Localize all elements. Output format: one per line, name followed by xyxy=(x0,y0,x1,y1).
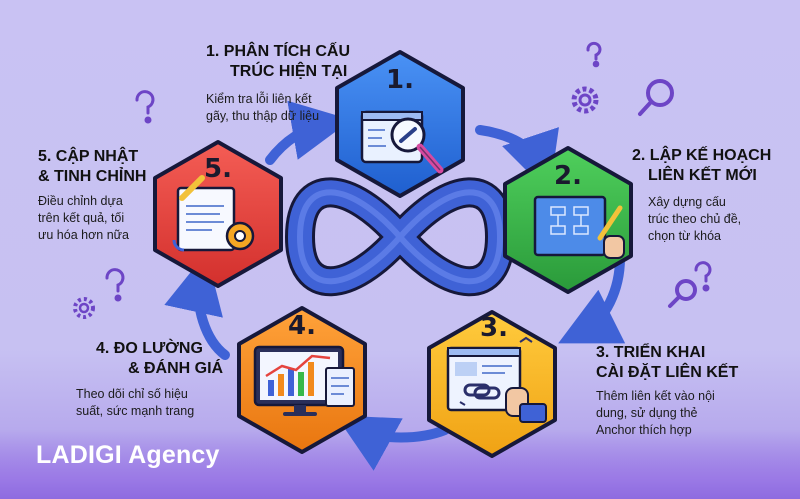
step-1-desc-line1: Kiểm tra lỗi liên kết xyxy=(206,92,312,106)
arrow-3-to-4 xyxy=(335,415,450,471)
step-4-title-line2: & ĐÁNH GIÁ xyxy=(128,360,224,377)
step-3-desc-line1: Thêm liên kết vào nội xyxy=(596,389,715,403)
step-2-title-line1: 2. LẬP KẾ HOẠCH xyxy=(632,147,772,164)
step-1-title-line2: TRÚC HIỆN TẠI xyxy=(230,63,348,80)
step-2-number: 2. xyxy=(554,161,582,191)
step-3-title-line1: 3. TRIỂN KHAI xyxy=(596,344,706,361)
step-5-desc-line3: ưu hóa hơn nữa xyxy=(38,228,129,242)
blueprint-icon xyxy=(533,195,625,259)
step-2-desc-line3: chọn từ khóa xyxy=(648,229,721,243)
step-1-hexagon: 1. xyxy=(335,50,465,198)
step-2-desc-line1: Xây dựng cấu xyxy=(648,195,726,209)
infinity-loop-icon xyxy=(284,177,516,297)
step-2-label: 2. LẬP KẾ HOẠCH LIÊN KẾT MỚI Xây dựng cấ… xyxy=(632,146,771,245)
step-4-number: 4. xyxy=(288,311,316,341)
step-4-hexagon: 4. xyxy=(237,306,367,454)
question-mark-icon xyxy=(135,90,155,115)
step-5-desc-line2: trên kết quả, tối xyxy=(38,211,125,225)
question-mark-icon xyxy=(586,41,602,61)
arrow-4-to-5 xyxy=(164,252,230,360)
step-5-label: 5. CẬP NHẬT & TINH CHỈNH Điều chỉnh dựa … xyxy=(38,147,146,244)
step-5-hexagon: 5. xyxy=(153,140,283,288)
step-3-hexagon: 3. xyxy=(427,310,557,458)
step-1-title-line1: 1. PHÂN TÍCH CẤU xyxy=(206,43,351,60)
gear-icon xyxy=(73,297,95,319)
step-5-title-line2: & TINH CHỈNH xyxy=(38,168,147,185)
link-chain-icon xyxy=(446,336,547,423)
step-3-desc-line2: dung, sử dụng thẻ xyxy=(596,406,698,420)
magnifier-icon xyxy=(668,279,697,308)
monitor-chart-icon xyxy=(253,345,355,416)
step-2-title-line2: LIÊN KẾT MỚI xyxy=(648,167,757,184)
step-3-number: 3. xyxy=(480,313,508,343)
step-1-label: 1. PHÂN TÍCH CẤU TRÚC HIỆN TẠI Kiểm tra … xyxy=(206,42,350,125)
arrow-5-to-1 xyxy=(265,100,352,165)
document-gear-icon xyxy=(172,175,255,252)
step-3-title-line2: CÀI ĐẶT LIÊN KẾT xyxy=(596,364,739,381)
arrow-1-to-2 xyxy=(475,125,559,194)
step-3-label: 3. TRIỂN KHAI CÀI ĐẶT LIÊN KẾT Thêm liên… xyxy=(572,343,738,439)
step-4-desc-line2: suất, sức mạnh trang xyxy=(76,404,195,418)
arrow-2-to-3 xyxy=(558,253,626,344)
question-mark-icon xyxy=(694,261,712,283)
step-3-desc-line3: Anchor thích hợp xyxy=(596,423,692,437)
question-mark-icon xyxy=(105,268,125,293)
brand-logo-text: LADIGI Agency xyxy=(36,441,220,469)
step-5-title-line1: 5. CẬP NHẬT xyxy=(38,148,139,165)
step-4-desc-line1: Theo dõi chỉ số hiệu xyxy=(76,387,188,401)
decorations xyxy=(105,41,712,302)
step-2-hexagon: 2. xyxy=(503,146,633,294)
step-5-desc-line1: Điều chỉnh dựa xyxy=(38,194,123,208)
step-1-number: 1. xyxy=(386,65,414,95)
magnifier-icon xyxy=(638,79,674,116)
step-4-title-line1: 4. ĐO LƯỜNG xyxy=(96,340,203,357)
question-mark-dot xyxy=(144,116,152,124)
step-2-desc-line2: trúc theo chủ đề, xyxy=(648,212,742,226)
step-1-desc-line2: gãy, thu thập dữ liệu xyxy=(206,109,320,123)
step-4-label: 4. ĐO LƯỜNG & ĐÁNH GIÁ Theo dõi chỉ số h… xyxy=(68,339,223,420)
step-5-number: 5. xyxy=(204,154,232,184)
gear-icon xyxy=(571,86,599,114)
cycle-arrows xyxy=(164,100,626,471)
magnifier-link-icon xyxy=(360,110,444,174)
